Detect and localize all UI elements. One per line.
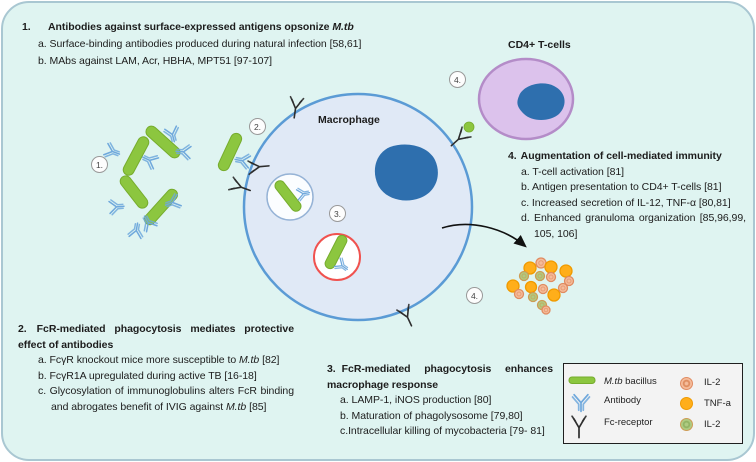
section-2-heading: 2.FcR-mediated phagocytosis mediates pro… <box>18 322 294 353</box>
section-3: 3.FcR-mediated phagocytosis enhances mac… <box>327 362 553 440</box>
section-3-heading: 3.FcR-mediated phagocytosis enhances mac… <box>327 362 553 393</box>
section-number: 2. <box>18 323 27 335</box>
section-1: 1. Antibodies against surface-expressed … <box>22 19 462 70</box>
legend-label-bacillus: M.tb bacillus <box>604 376 657 387</box>
list-item: a. LAMP-1, iNOS production [80] <box>340 394 492 406</box>
legend-box: M.tb bacillus Antibody Fc-receptor IL-2 … <box>563 363 743 444</box>
legend-label-il2-2: IL-2 <box>704 419 721 430</box>
list-item: a. FcγR knockout mice more susceptible t… <box>38 354 280 366</box>
list-item: b. MAbs against LAM, Acr, HBHA, MPT51 [9… <box>38 55 273 67</box>
bacillus-icon <box>568 376 596 384</box>
list-item: c. Glycosylation of immunoglobulins alte… <box>38 385 294 413</box>
section-title: Antibodies against surface-expressed ant… <box>48 21 354 33</box>
legend-icons <box>568 376 596 439</box>
section-2: 2.FcR-mediated phagocytosis mediates pro… <box>18 322 294 415</box>
section-4-heading: 4.Augmentation of cell-mediated immunity <box>508 149 746 165</box>
tnf-icon <box>680 397 693 410</box>
list-item: d. Enhanced granuloma organization [85,9… <box>521 212 746 240</box>
step-marker-2: 2. <box>249 118 266 135</box>
step-marker-1: 1. <box>91 156 108 173</box>
step-marker-4-top: 4. <box>449 71 466 88</box>
section-title: Augmentation of cell-mediated immunity <box>520 150 722 162</box>
list-item: b. Antigen presentation to CD4+ T-cells … <box>521 181 722 193</box>
list-item: c.Intracellular killing of mycobacteria … <box>340 425 545 437</box>
list-item: a. T-cell activation [81] <box>521 165 625 178</box>
section-number: 3. <box>327 363 336 375</box>
list-item: c. Increased secretion of IL-12, TNF-α [… <box>521 196 731 209</box>
list-item: b. FcγR1A upregulated during active TB [… <box>38 369 257 382</box>
section-1-heading: 1. Antibodies against surface-expressed … <box>22 19 462 36</box>
list-item: b. Maturation of phagolysosome [79,80] <box>340 409 523 422</box>
section-title: FcR-mediated phagocytosis mediates prote… <box>18 323 294 351</box>
tcell-label: CD4+ T-cells <box>508 39 571 51</box>
il2-salmon-icon <box>680 377 693 390</box>
section-number: 4. <box>508 150 517 162</box>
macrophage-label: Macrophage <box>318 114 380 126</box>
antibody-icon <box>571 393 591 413</box>
section-title: FcR-mediated phagocytosis enhances macro… <box>327 363 553 391</box>
section-number: 1. <box>22 21 31 33</box>
step-marker-3: 3. <box>329 205 346 222</box>
list-item: a. Surface-binding antibodies produced d… <box>38 38 362 50</box>
legend-label-antibody: Antibody <box>604 395 641 406</box>
il2-green-icon <box>680 418 693 431</box>
legend-label-tnf: TNF-a <box>704 398 731 409</box>
section-1-items: a. Surface-binding antibodies produced d… <box>38 36 462 70</box>
fc-receptor-icon <box>571 415 587 439</box>
section-4-items: a. T-cell activation [81] b. Antigen pres… <box>521 165 746 243</box>
section-4: 4.Augmentation of cell-mediated immunity… <box>508 149 746 242</box>
section-2-items: a. FcγR knockout mice more susceptible t… <box>38 353 294 415</box>
legend-label-il2-1: IL-2 <box>704 377 721 388</box>
legend-label-fc-receptor: Fc-receptor <box>604 417 653 428</box>
step-marker-4-bottom: 4. <box>466 287 483 304</box>
section-3-items: a. LAMP-1, iNOS production [80] b. Matura… <box>340 393 553 440</box>
